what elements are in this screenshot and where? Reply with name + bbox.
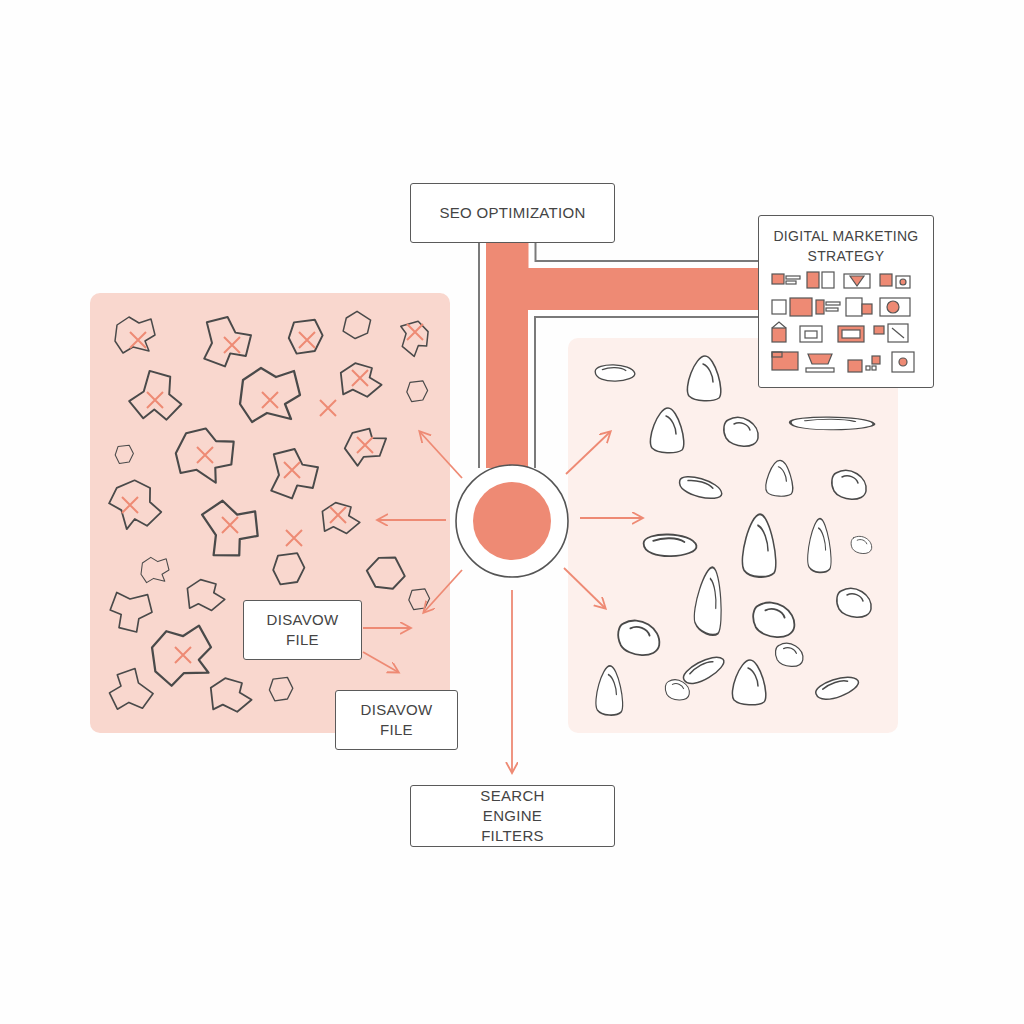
flow-band (508, 243, 759, 289)
cross-marks (122, 324, 423, 663)
band-outline (508, 243, 759, 289)
file-box: DISAVOW FILE (243, 600, 362, 660)
band-gap (508, 243, 759, 289)
right-panel (568, 338, 898, 733)
pebbles (595, 356, 874, 715)
box-label: DIGITAL MARKETING STRATEGY (767, 226, 925, 266)
box-label: DISAVOW FILE (266, 610, 339, 650)
box-label: SEO OPTIMIZATION (439, 203, 585, 223)
box-label: SEARCH ENGINE FILTERS (456, 786, 569, 846)
box-label: DISAVOW FILE (358, 700, 435, 740)
band-gap (507, 243, 758, 468)
label-box: SEARCH ENGINE FILTERS (410, 785, 615, 847)
label-box: SEO OPTIMIZATION (410, 183, 615, 243)
band-fill (507, 243, 758, 468)
file-box: DISAVOW FILE (335, 690, 458, 750)
band-outline (507, 243, 758, 468)
hub-core (473, 482, 551, 560)
strategy-box: DIGITAL MARKETING STRATEGY (758, 215, 934, 388)
hub-ring (456, 465, 568, 577)
icon-grid (772, 272, 914, 372)
shards (100, 307, 431, 721)
left-panel (90, 293, 450, 733)
